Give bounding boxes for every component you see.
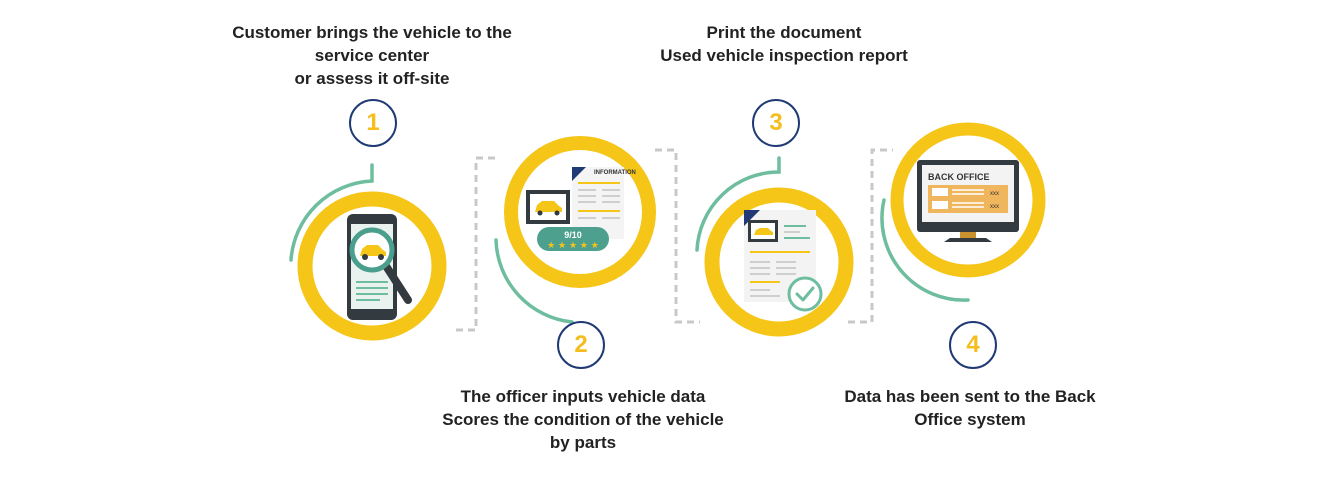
step-2-illustration: INFORMATION 9/10 ★ ★ ★ ★ ★ xyxy=(504,136,656,288)
rating-stars-icon: ★ ★ ★ ★ ★ xyxy=(547,241,599,251)
connector-1-2 xyxy=(456,156,500,332)
step-1-number: 1 xyxy=(349,99,397,147)
step-2-caption-line-2: Scores the condition of the vehicle xyxy=(442,410,724,429)
step-1-illustration xyxy=(297,191,447,341)
teal-arc-1 xyxy=(289,163,374,262)
screen-tag-2: xxx xyxy=(990,204,999,210)
step-2-caption: The officer inputs vehicle data Scores t… xyxy=(442,385,724,454)
step-1-caption-line-1: Customer brings the vehicle to the xyxy=(232,23,512,42)
step-4-caption: Data has been sent to the Back Office sy… xyxy=(844,385,1095,431)
information-sheet-rating-icon: INFORMATION 9/10 ★ ★ ★ ★ ★ xyxy=(526,167,636,251)
step-3-illustration xyxy=(704,187,854,337)
report-document-check-icon xyxy=(744,210,823,312)
step-2-caption-line-1: The officer inputs vehicle data xyxy=(460,387,706,406)
step-3-caption-line-2: Used vehicle inspection report xyxy=(660,46,908,65)
screen-tag-1: xxx xyxy=(990,191,999,197)
step-3-number: 3 xyxy=(752,99,800,147)
step-2-number: 2 xyxy=(557,321,605,369)
step-4-caption-line-2: Office system xyxy=(914,410,1026,429)
connector-3-4 xyxy=(848,148,893,324)
back-office-monitor-icon: BACK OFFICE xxx xxx xyxy=(917,160,1019,242)
step-4-illustration: BACK OFFICE xxx xxx xyxy=(890,122,1046,278)
step-2-caption-line-3: by parts xyxy=(549,433,617,452)
information-label: INFORMATION xyxy=(594,170,636,176)
rating-score: 9/10 xyxy=(564,230,582,240)
teal-arc-3 xyxy=(695,156,781,252)
teal-arc-2 xyxy=(494,238,574,324)
step-4-caption-line-1: Data has been sent to the Back xyxy=(844,387,1096,406)
step-1-caption-line-3: or assess it off-site xyxy=(294,69,450,88)
connector-2-3 xyxy=(655,148,700,324)
step-3-caption: Print the document Used vehicle inspecti… xyxy=(660,21,908,67)
step-1-caption-line-2: service center xyxy=(314,46,430,65)
teal-arc-4 xyxy=(880,198,970,302)
step-4-number: 4 xyxy=(949,321,997,369)
step-1-caption: Customer brings the vehicle to the servi… xyxy=(232,21,512,90)
phone-magnifier-car-icon xyxy=(347,214,412,320)
step-3-caption-line-1: Print the document xyxy=(706,23,862,42)
back-office-label: BACK OFFICE xyxy=(928,172,990,182)
